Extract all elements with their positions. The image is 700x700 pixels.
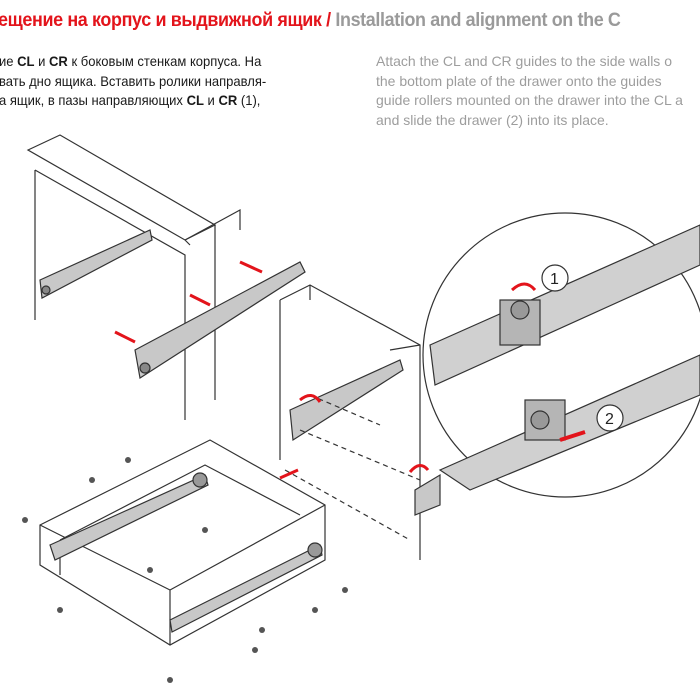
title-russian: ещение на корпус и выдвижной ящик — [0, 9, 322, 31]
screw-arrows — [114, 260, 263, 344]
text: (1), — [237, 92, 261, 108]
text: CL — [17, 53, 35, 69]
text: и — [34, 53, 50, 69]
text: CR — [49, 53, 68, 69]
dashed-guides — [284, 394, 421, 541]
text: the bottom plate of the drawer onto the … — [376, 72, 662, 89]
text: CR — [218, 92, 238, 108]
text: а ящик, в пазы направляющих — [0, 92, 187, 108]
step-2-label: 2 — [605, 411, 614, 428]
instructions-russian: ие CL и CR к боковым стенкам корпуса. На… — [0, 52, 315, 111]
text: CL — [186, 92, 204, 108]
drawer — [39, 439, 326, 646]
instructions-english: Attach the CL and CR guides to the side … — [376, 52, 683, 130]
text: and slide the drawer (2) into its place. — [376, 111, 609, 128]
screws — [22, 457, 348, 683]
cabinet-right — [279, 284, 421, 560]
text: ие — [0, 53, 18, 69]
step-1-label: 1 — [550, 271, 559, 288]
text: и — [203, 92, 219, 108]
rail-left-cabinet — [39, 229, 153, 299]
insert-arrows — [279, 394, 430, 480]
text: Attach the CL and CR guides to the side … — [376, 53, 672, 69]
text: к боковым стенкам корпуса. На — [67, 53, 262, 69]
detail-circle: 1 2 — [422, 212, 700, 498]
title-separator: / — [321, 9, 336, 31]
rail-right-cabinet — [289, 359, 441, 516]
rail-detached — [134, 261, 306, 379]
text: вать дно ящика. Вставить ролики направля… — [0, 72, 267, 89]
cabinet-top-left — [26, 134, 241, 420]
page-title: ещение на корпус и выдвижной ящик / Inst… — [0, 9, 621, 32]
title-english: Installation and alignment on the C — [335, 9, 621, 31]
text: guide rollers mounted on the drawer into… — [376, 92, 683, 108]
